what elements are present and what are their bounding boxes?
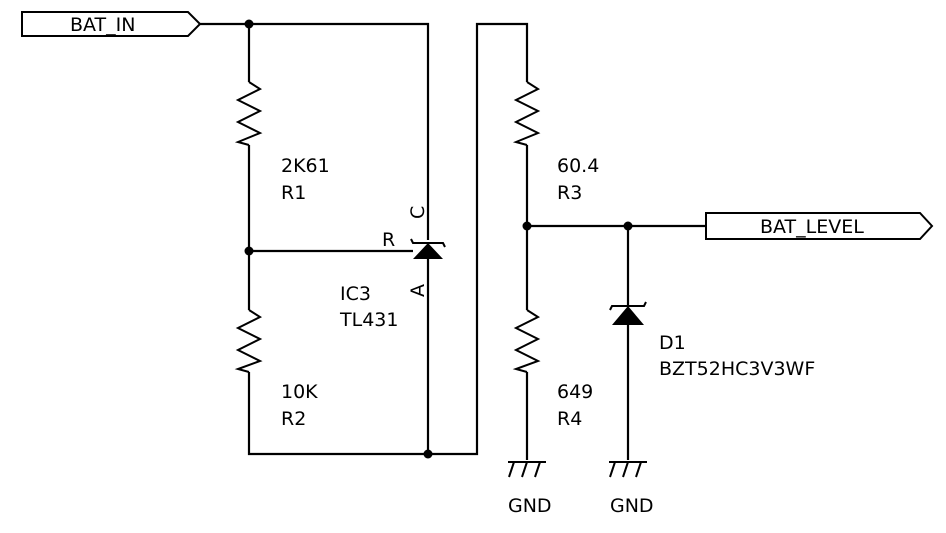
wire-mid-node [525, 145, 706, 310]
d1-part: BZT52HC3V3WF [659, 358, 815, 380]
bat-in-port: BAT_IN [21, 11, 202, 37]
ic3-pin-c: C [407, 206, 429, 219]
r3-ref: R3 [557, 182, 582, 204]
junction-bat-in [244, 19, 254, 29]
junction-ref [244, 246, 254, 256]
r1-ref: R1 [281, 182, 306, 204]
r1-value: 2K61 [281, 155, 330, 177]
wire-divider-rail [247, 24, 428, 456]
resistor-r4-symbol [512, 309, 541, 373]
r3-value: 60.4 [557, 155, 599, 177]
resistor-r1-symbol [234, 81, 263, 146]
resistor-r2-symbol [234, 309, 263, 373]
wire-jumper [428, 22, 529, 456]
wire-bat-in [200, 22, 430, 240]
r4-value: 649 [557, 381, 593, 403]
d1-ref: D1 [659, 332, 686, 354]
bat-level-label: BAT_LEVEL [760, 216, 864, 238]
ground-symbol-left [508, 461, 546, 478]
ic3-part: TL431 [339, 309, 398, 331]
tl431-symbol [410, 238, 446, 259]
ground-symbol-right [609, 461, 647, 478]
ic3-pin-r: R [382, 229, 395, 251]
bat-in-label: BAT_IN [70, 14, 135, 36]
junction-anode [423, 449, 433, 459]
zener-d1-symbol [609, 301, 647, 325]
bat-level-port: BAT_LEVEL [705, 212, 934, 240]
junction-mid [522, 221, 532, 231]
r2-value: 10K [281, 381, 318, 403]
gnd-label-left: GND [508, 495, 552, 517]
ic3-pin-a: A [407, 284, 429, 297]
junction-level [623, 221, 633, 231]
gnd-label-right: GND [610, 495, 654, 517]
r4-ref: R4 [557, 408, 582, 430]
resistor-r3-symbol [512, 81, 541, 146]
r2-ref: R2 [281, 408, 306, 430]
ic3-ref: IC3 [340, 283, 371, 305]
